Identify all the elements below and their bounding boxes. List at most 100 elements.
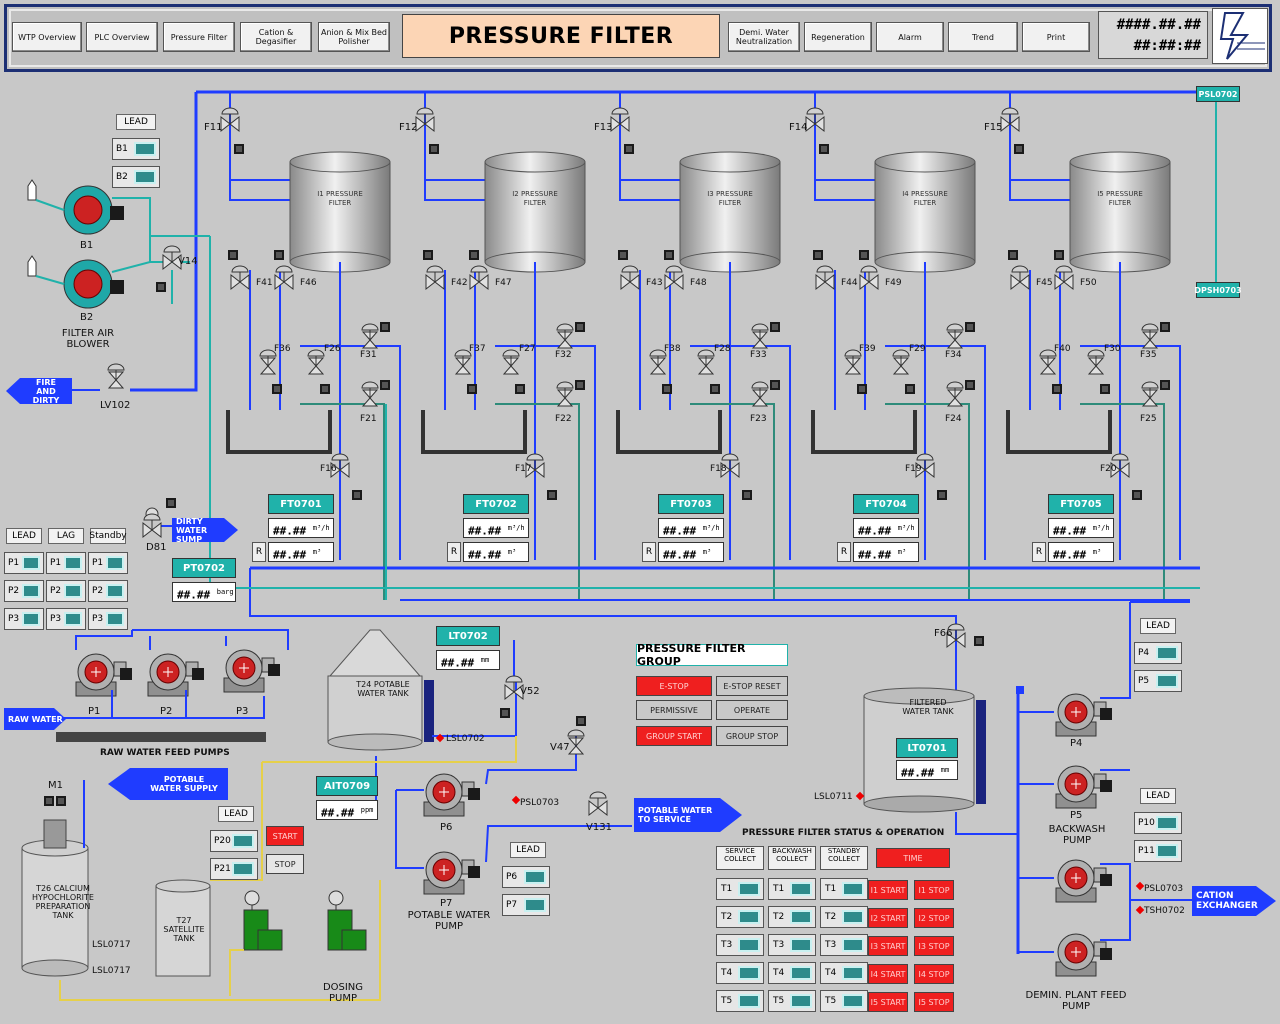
status-cell[interactable]: T4: [820, 962, 868, 984]
status-cell[interactable]: T4: [716, 962, 764, 984]
nav-print[interactable]: Print: [1022, 22, 1090, 52]
nav-demin-water[interactable]: Demi. Water Neutralization: [728, 22, 800, 52]
status-cell[interactable]: T5: [768, 990, 816, 1012]
drain-valve-b[interactable]: [274, 265, 294, 291]
dose-slot-p20[interactable]: P20: [210, 830, 258, 852]
dosing-pump-p21[interactable]: [327, 890, 367, 951]
service-valve-upper[interactable]: [751, 323, 769, 349]
status-cell[interactable]: T5: [716, 990, 764, 1012]
outlet-valve[interactable]: [330, 453, 350, 479]
status-cell[interactable]: T2: [820, 906, 868, 928]
group-stop-button[interactable]: GROUP STOP: [716, 726, 788, 746]
estop-reset-button[interactable]: E-STOP RESET: [716, 676, 788, 696]
status-cell[interactable]: T2: [768, 906, 816, 928]
f66-valve[interactable]: [946, 623, 966, 649]
v131-valve[interactable]: [588, 791, 608, 817]
filter-stop-button[interactable]: I5 STOP: [914, 992, 954, 1012]
nav-regeneration[interactable]: Regeneration: [804, 22, 872, 52]
drain-valve-a[interactable]: [815, 265, 835, 291]
backwash-valve-2[interactable]: [697, 349, 715, 375]
inlet-valve[interactable]: [610, 107, 630, 133]
reset-button[interactable]: R: [642, 542, 656, 562]
raw-slot-lag-p1[interactable]: P1: [46, 552, 86, 574]
outlet-valve[interactable]: [915, 453, 935, 479]
blower-slot-b1[interactable]: B1: [112, 138, 160, 160]
filtered-water-tank[interactable]: [863, 687, 986, 813]
blower-b1[interactable]: [63, 185, 124, 235]
raw-slot-lead-p1[interactable]: P1: [4, 552, 44, 574]
drain-valve-a[interactable]: [620, 265, 640, 291]
backwash-valve-1[interactable]: [844, 349, 862, 375]
status-cell[interactable]: T2: [716, 906, 764, 928]
raw-slot-standby-p3[interactable]: P3: [88, 608, 128, 630]
raw-slot-standby-p2[interactable]: P2: [88, 580, 128, 602]
backwash-valve-1[interactable]: [1039, 349, 1057, 375]
reset-button[interactable]: R: [252, 542, 266, 562]
pressure-filter-tank[interactable]: [679, 151, 781, 273]
demin-slot-p10[interactable]: P10: [1134, 812, 1182, 834]
pressure-filter-tank[interactable]: [484, 151, 586, 273]
backwash-valve-1[interactable]: [454, 349, 472, 375]
dose-stop-button[interactable]: STOP: [266, 854, 304, 874]
inlet-valve[interactable]: [220, 107, 240, 133]
nav-plc-overview[interactable]: PLC Overview: [86, 22, 158, 52]
dose-slot-p21[interactable]: P21: [210, 858, 258, 880]
raw-slot-lag-p2[interactable]: P2: [46, 580, 86, 602]
backwash-valve-2[interactable]: [502, 349, 520, 375]
nav-alarm[interactable]: Alarm: [876, 22, 944, 52]
air-valve[interactable]: [556, 381, 574, 407]
inlet-valve[interactable]: [1000, 107, 1020, 133]
potable-pump-p6[interactable]: [423, 773, 480, 817]
time-button[interactable]: TIME: [876, 848, 950, 868]
reset-button[interactable]: R: [837, 542, 851, 562]
operate-button[interactable]: OPERATE: [716, 700, 788, 720]
air-valve[interactable]: [361, 381, 379, 407]
dosing-pump-p20[interactable]: [243, 890, 283, 951]
pressure-filter-tank[interactable]: [1069, 151, 1171, 273]
raw-pump-p2[interactable]: [147, 653, 204, 697]
bw-slot-p5[interactable]: P5: [1134, 670, 1182, 692]
filter-stop-button[interactable]: I3 STOP: [914, 936, 954, 956]
inlet-valve[interactable]: [415, 107, 435, 133]
status-cell[interactable]: T3: [716, 934, 764, 956]
filter-start-button[interactable]: I2 START: [868, 908, 908, 928]
filter-stop-button[interactable]: I4 STOP: [914, 964, 954, 984]
pressure-filter-tank[interactable]: [874, 151, 976, 273]
dose-start-button[interactable]: START: [266, 826, 304, 846]
backwash-pump-p4[interactable]: [1055, 693, 1112, 737]
nav-cation-degasifier[interactable]: Cation & Degasifier: [240, 22, 312, 52]
filter-stop-button[interactable]: I1 STOP: [914, 880, 954, 900]
raw-slot-lead-p2[interactable]: P2: [4, 580, 44, 602]
air-valve[interactable]: [751, 381, 769, 407]
filter-start-button[interactable]: I4 START: [868, 964, 908, 984]
blower-b2[interactable]: [63, 259, 124, 309]
permissive-button[interactable]: PERMISSIVE: [636, 700, 712, 720]
calcium-hypochlorite-tank[interactable]: [21, 819, 89, 977]
filter-start-button[interactable]: I5 START: [868, 992, 908, 1012]
raw-slot-lag-p3[interactable]: P3: [46, 608, 86, 630]
potable-water-tank[interactable]: [327, 629, 434, 751]
service-valve-upper[interactable]: [556, 323, 574, 349]
backwash-pump-p5[interactable]: [1055, 765, 1112, 809]
inlet-valve[interactable]: [805, 107, 825, 133]
air-valve[interactable]: [1141, 381, 1159, 407]
raw-pump-p1[interactable]: [75, 653, 132, 697]
backwash-valve-2[interactable]: [307, 349, 325, 375]
demin-slot-p11[interactable]: P11: [1134, 840, 1182, 862]
reset-button[interactable]: R: [447, 542, 461, 562]
drain-valve-a[interactable]: [230, 265, 250, 291]
service-valve-upper[interactable]: [1141, 323, 1159, 349]
drain-valve-b[interactable]: [859, 265, 879, 291]
service-valve-upper[interactable]: [946, 323, 964, 349]
v52-valve[interactable]: [504, 675, 524, 701]
raw-pump-p3[interactable]: [223, 649, 280, 693]
nav-anion-mixbed[interactable]: Anion & Mix Bed Polisher: [318, 22, 390, 52]
air-valve[interactable]: [946, 381, 964, 407]
service-valve-upper[interactable]: [361, 323, 379, 349]
status-cell[interactable]: T4: [768, 962, 816, 984]
reset-button[interactable]: R: [1032, 542, 1046, 562]
potable-pump-p7[interactable]: [423, 851, 480, 895]
status-cell[interactable]: T3: [820, 934, 868, 956]
lv102-valve[interactable]: [107, 363, 125, 389]
backwash-valve-2[interactable]: [1087, 349, 1105, 375]
